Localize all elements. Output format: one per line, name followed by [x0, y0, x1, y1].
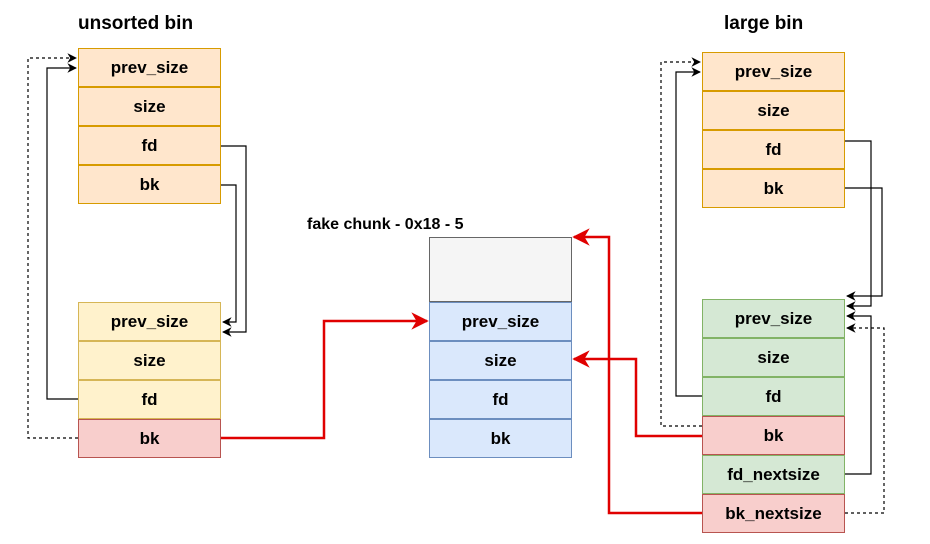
large-chunk2-size-cell: size — [702, 338, 845, 377]
large-bin-title: large bin — [724, 13, 804, 34]
fake-chunk-bk-cell: bk — [429, 419, 572, 458]
large-chunk2-fd-arrow — [675, 67, 702, 397]
large-chunk1-fd-cell: fd — [702, 130, 845, 169]
large-chunk2-prev-size-cell: prev_size — [702, 299, 845, 338]
unsorted-bk-to-fake-prev-size-arrow — [221, 312, 429, 440]
large-chunk2-bk-dashed-arrow — [660, 57, 702, 427]
unsorted-chunk2-size-cell: size — [78, 341, 221, 380]
unsorted-chunk1-prev-size-cell: prev_size — [78, 48, 221, 87]
fake-chunk-prev-size-cell: prev_size — [429, 302, 572, 341]
large-chunk2-bk-nextsize-cell: bk_nextsize — [702, 494, 845, 533]
fake-chunk-title: fake chunk - 0x18 - 5 — [307, 216, 464, 233]
large-chunk2-bk-cell: bk — [702, 416, 845, 455]
unsorted-chunk2-bk-dashed-arrow — [27, 53, 78, 439]
unsorted-chunk2-fd-cell: fd — [78, 380, 221, 419]
unsorted-chunk1-fd-cell: fd — [78, 126, 221, 165]
unsorted-chunk1-size-cell: size — [78, 87, 221, 126]
large-chunk1-bk-arrow — [845, 187, 883, 301]
unsorted-chunk2-bk-cell: bk — [78, 419, 221, 458]
unsorted-bin-title: unsorted bin — [78, 13, 194, 34]
unsorted-chunk2-prev-size-cell: prev_size — [78, 302, 221, 341]
unsorted-chunk2-fd-arrow — [46, 63, 78, 400]
large-bk-nextsize-dashed-arrow — [845, 323, 885, 514]
large-chunk1-fd-arrow — [845, 140, 872, 311]
large-bk-nextsize-to-fake-header-arrow — [572, 228, 702, 515]
unsorted-chunk1-fd-arrow — [221, 145, 247, 337]
large-chunk2-fd-cell: fd — [702, 377, 845, 416]
fake-chunk-header-cell — [429, 237, 572, 302]
large-chunk2-fd-nextsize-cell: fd_nextsize — [702, 455, 845, 494]
large-bk-to-fake-size-arrow — [572, 350, 702, 438]
large-fd-nextsize-arrow — [845, 311, 872, 475]
large-chunk1-prev-size-cell: prev_size — [702, 52, 845, 91]
fake-chunk-size-cell: size — [429, 341, 572, 380]
fake-chunk-fd-cell: fd — [429, 380, 572, 419]
large-chunk1-bk-cell: bk — [702, 169, 845, 208]
unsorted-chunk1-bk-cell: bk — [78, 165, 221, 204]
large-chunk1-size-cell: size — [702, 91, 845, 130]
unsorted-chunk1-bk-arrow — [221, 184, 237, 327]
